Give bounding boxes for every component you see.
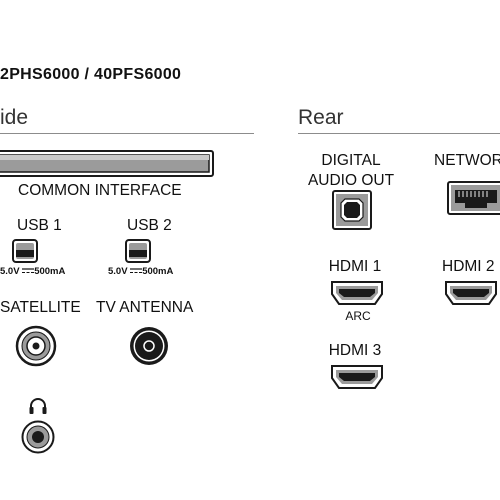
digital-audio-label: DIGITAL AUDIO OUT	[307, 152, 395, 189]
usb2-label: USB 2	[127, 217, 172, 234]
hdmi3-port-icon	[331, 365, 383, 389]
side-heading: ide	[0, 106, 29, 129]
optical-audio-port-icon	[332, 190, 372, 230]
common-interface-label: COMMON INTERFACE	[18, 182, 182, 199]
usb2-rating: 5.0V 500mA	[108, 266, 174, 277]
ethernet-port-icon	[447, 181, 500, 215]
dc-symbol-icon	[130, 268, 143, 273]
hdmi1-arc-label: ARC	[345, 309, 371, 323]
dc-symbol-icon	[22, 268, 35, 273]
hdmi2-label: HDMI 2	[442, 258, 495, 275]
hdmi2-port-icon	[445, 281, 497, 305]
rear-divider	[298, 133, 500, 134]
usb1-label: USB 1	[17, 217, 62, 234]
tv-antenna-connector-icon	[130, 327, 168, 365]
side-divider	[0, 133, 254, 134]
satellite-connector-icon	[15, 325, 57, 367]
headphones-icon	[29, 398, 47, 414]
usb2-port-icon	[125, 239, 151, 263]
usb1-rating: 5.0V 500mA	[0, 266, 66, 277]
satellite-label: SATELLITE	[0, 299, 81, 316]
usb1-port-icon	[12, 239, 38, 263]
headphone-jack-icon	[21, 420, 55, 454]
hdmi3-label: HDMI 3	[328, 342, 382, 359]
rear-heading: Rear	[298, 106, 344, 129]
network-label: NETWOR	[434, 152, 500, 169]
model-title: 2PHS6000 / 40PFS6000	[0, 66, 182, 83]
hdmi1-port-icon	[331, 281, 383, 305]
hdmi1-label: HDMI 1	[328, 258, 382, 275]
common-interface-slot-icon	[0, 150, 214, 177]
tv-antenna-label: TV ANTENNA	[96, 299, 194, 316]
